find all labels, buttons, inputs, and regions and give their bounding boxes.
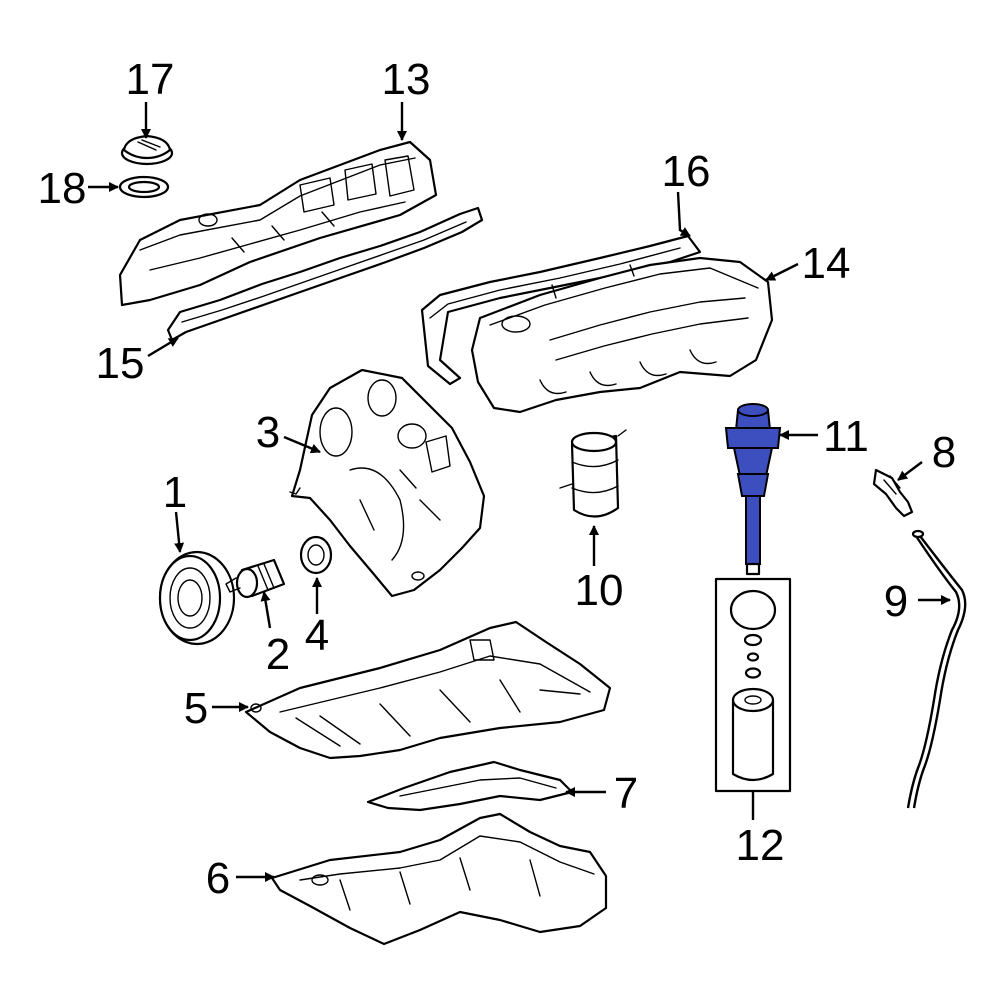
leader-lines	[88, 102, 951, 882]
highlight-cap-top-ellipse	[737, 403, 769, 417]
callout-18: 18	[38, 164, 87, 213]
part-12-filter-kit[interactable]	[714, 577, 792, 793]
callout-4: 4	[305, 611, 329, 660]
callout-12: 12	[736, 821, 785, 870]
leader-1	[174, 511, 185, 553]
callout-5: 5	[184, 684, 208, 733]
part-18-seal-ring[interactable]	[118, 175, 170, 199]
callout-16: 16	[662, 147, 711, 196]
callout-8: 8	[932, 428, 956, 477]
leader-16	[676, 191, 691, 238]
part-4-seal[interactable]	[299, 535, 333, 575]
leader-3	[283, 435, 321, 454]
part-10-filter-housing[interactable]	[559, 429, 627, 518]
callout-14: 14	[802, 239, 851, 288]
callout-6: 6	[206, 854, 230, 903]
highlight-cap-collar	[736, 473, 770, 497]
callout-7: 7	[614, 769, 638, 818]
part-8-sensor[interactable]	[872, 468, 914, 518]
part-5-upper-oil-pan[interactable]	[244, 620, 612, 760]
callout-labels: 17 18 13 15 16 14 3 11 8 1 10 9 4 2 5 7 …	[38, 55, 957, 903]
callout-2: 2	[266, 630, 290, 679]
part-13-valve-cover-left[interactable]	[118, 140, 438, 307]
callout-9: 9	[884, 577, 908, 626]
part-15-gasket-left[interactable]	[166, 206, 484, 342]
part-9-dipstick-tube[interactable]	[906, 529, 967, 809]
part-3-timing-cover[interactable]	[289, 368, 486, 598]
callout-1: 1	[163, 468, 187, 517]
callout-15: 15	[96, 339, 145, 388]
part-14-valve-cover-right[interactable]	[470, 256, 774, 414]
part-6-lower-oil-pan[interactable]	[270, 812, 608, 946]
callout-10: 10	[575, 566, 624, 615]
part-11-oil-filter-cap[interactable]	[724, 403, 782, 576]
part-1-crankshaft-pulley[interactable]	[158, 550, 236, 646]
part-2-sleeve[interactable]	[225, 558, 286, 599]
leader-15	[147, 336, 179, 358]
highlight-cap-body	[724, 427, 782, 449]
part-17-oil-filler-cap[interactable]	[120, 134, 174, 166]
callout-3: 3	[256, 408, 280, 457]
callout-11: 11	[823, 412, 869, 461]
leader-8	[897, 461, 923, 481]
leader-14	[765, 262, 799, 282]
leader-2	[260, 591, 272, 629]
highlight-cap-stem	[745, 495, 761, 565]
callout-13: 13	[382, 55, 431, 104]
part-7-baffle[interactable]	[366, 760, 574, 812]
callout-17: 17	[126, 55, 175, 104]
highlight-cap-neck	[732, 447, 774, 477]
